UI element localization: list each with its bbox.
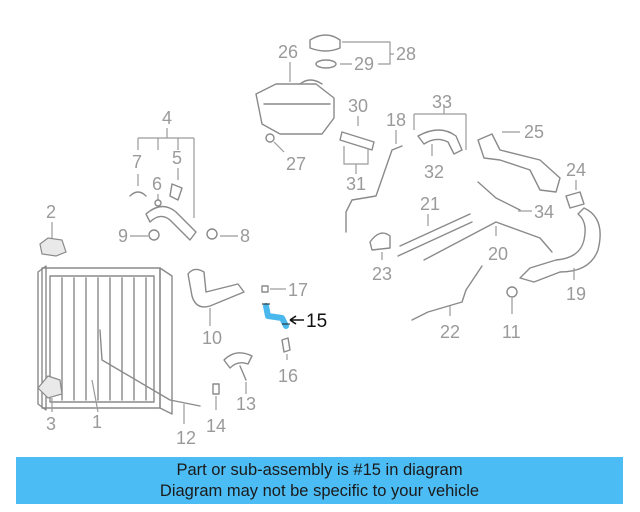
connector-part-5[interactable] — [169, 183, 183, 201]
clamp-part-11[interactable] — [506, 286, 518, 298]
callout-3: 3 — [46, 414, 56, 434]
callout-1: 1 — [92, 412, 102, 432]
grommet-part-27[interactable] — [265, 133, 275, 143]
callout-5: 5 — [172, 148, 182, 168]
callout-10: 10 — [202, 328, 222, 348]
parts-diagram: 1 2 3 4 7 6 5 9 8 10 12 13 14 15 16 — [37, 34, 601, 448]
hose-part-19[interactable] — [519, 207, 601, 283]
callout-26: 26 — [278, 42, 298, 62]
radiator[interactable] — [37, 265, 173, 415]
callout-22: 22 — [440, 322, 460, 342]
callout-6: 6 — [152, 174, 162, 194]
bracket-part-23[interactable] — [369, 232, 391, 251]
callout-34: 34 — [534, 202, 554, 222]
callout-11: 11 — [502, 322, 521, 342]
callout-30: 30 — [348, 96, 368, 116]
callout-20: 20 — [488, 244, 508, 264]
clip-part-17[interactable] — [261, 285, 269, 293]
callout-25: 25 — [524, 122, 544, 142]
pipe-part-20[interactable] — [423, 221, 553, 261]
bracket-part-2[interactable] — [39, 237, 67, 257]
callout-8: 8 — [240, 226, 250, 246]
banner-line-2: Diagram may not be specific to your vehi… — [159, 482, 480, 500]
hose-part-4[interactable] — [145, 205, 197, 241]
callout-31: 31 — [346, 174, 366, 194]
hose-part-30[interactable] — [339, 131, 375, 151]
coolant-flange-part-25[interactable] — [477, 133, 561, 193]
pipe-part-34[interactable] — [477, 181, 521, 211]
clamp-part-9[interactable] — [148, 229, 160, 241]
callout-27: 27 — [286, 154, 306, 174]
clip-part-6[interactable] — [154, 199, 162, 207]
clamp-part-7[interactable] — [129, 191, 147, 197]
callout-14: 14 — [206, 416, 226, 436]
callout-19: 19 — [566, 284, 586, 304]
callout-18: 18 — [386, 110, 406, 130]
callout-28: 28 — [396, 44, 416, 64]
mount-part-3[interactable] — [37, 375, 63, 399]
callout-9: 9 — [118, 226, 128, 246]
callout-29: 29 — [354, 54, 374, 74]
callout-2: 2 — [46, 202, 56, 222]
callout-7: 7 — [132, 152, 142, 172]
callout-23: 23 — [372, 264, 392, 284]
clip-part-16[interactable] — [281, 337, 291, 353]
callout-17: 17 — [288, 280, 308, 300]
callout-4: 4 — [162, 108, 172, 128]
hose-part-32[interactable] — [417, 129, 463, 155]
pipe-part-18[interactable] — [345, 145, 403, 233]
hose-part-15[interactable] — [263, 303, 289, 329]
callout-32: 32 — [424, 162, 444, 182]
callout-33: 33 — [432, 92, 452, 112]
hose-part-10[interactable] — [187, 268, 245, 308]
pipe-part-21[interactable] — [397, 213, 473, 257]
clip-part-14[interactable] — [212, 383, 220, 395]
banner-line-1: Part or sub-assembly is #15 in diagram — [176, 461, 463, 479]
callout-12: 12 — [176, 428, 196, 448]
callout-16: 16 — [278, 366, 298, 386]
callout-13: 13 — [236, 394, 256, 414]
seal-part-29[interactable] — [315, 59, 337, 69]
info-banner: Part or sub-assembly is #15 in diagram D… — [16, 457, 623, 504]
hose-part-24[interactable] — [565, 191, 585, 209]
pipe-part-22[interactable] — [411, 265, 483, 321]
callout-15: 15 — [306, 311, 327, 332]
callout-24: 24 — [566, 160, 586, 180]
hose-part-13[interactable] — [223, 352, 253, 381]
clamp-part-8[interactable] — [206, 228, 218, 240]
pipe-part-12[interactable] — [99, 329, 201, 407]
coolant-reservoir-part-26[interactable] — [255, 83, 335, 135]
reservoir-cap-part-28[interactable] — [309, 34, 341, 52]
callout-21: 21 — [420, 194, 440, 214]
